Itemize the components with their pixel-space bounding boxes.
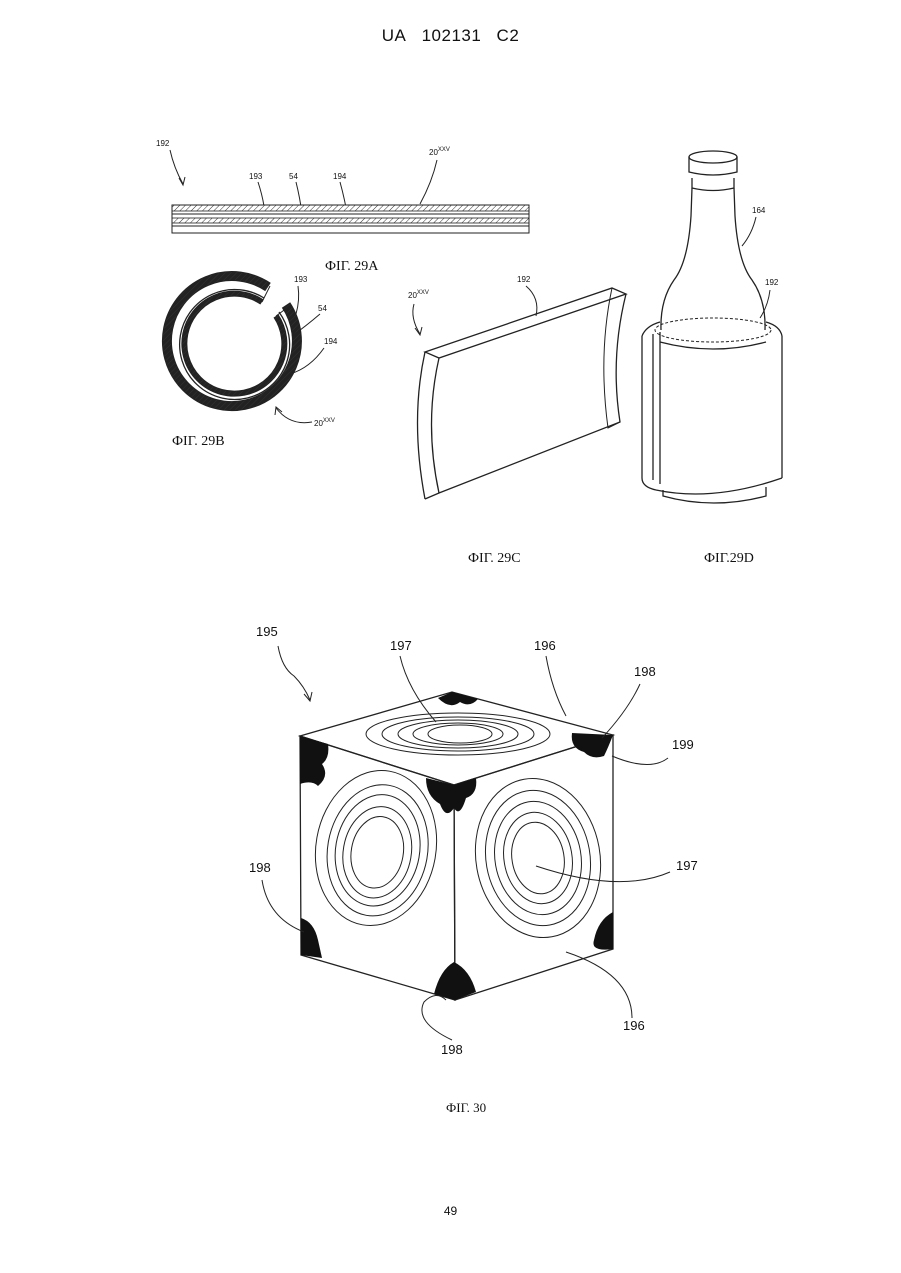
leader-30-196-top bbox=[546, 656, 566, 716]
panel-front-face bbox=[425, 294, 626, 499]
leader-30-198-bottom bbox=[422, 995, 452, 1040]
sleeve-top-right bbox=[766, 322, 782, 336]
top-contour-4 bbox=[413, 723, 503, 745]
label-29d-192: 192 bbox=[765, 278, 779, 287]
ring-inner-hatch bbox=[184, 294, 284, 394]
label-29a-20: 20XXV bbox=[429, 147, 450, 157]
page-number: 49 bbox=[0, 1204, 901, 1218]
corner-patch-right-bottom bbox=[593, 912, 613, 950]
leader-30-198-top bbox=[602, 684, 640, 738]
figure-29b: 193 54 194 20XXV ФІГ. 29В bbox=[167, 275, 338, 449]
label-29a-194: 194 bbox=[333, 172, 347, 181]
corner-patch-bottom bbox=[434, 962, 476, 1000]
corner-patch-left-top bbox=[300, 736, 328, 786]
pattern-left-face bbox=[303, 761, 448, 935]
ring-layer-54 bbox=[180, 290, 290, 400]
label-29b-193: 193 bbox=[294, 275, 308, 284]
top-contour-2 bbox=[382, 717, 534, 751]
panel-left-inner-curve bbox=[432, 358, 440, 493]
panel-left-curve bbox=[418, 352, 426, 499]
pattern-right-face bbox=[463, 768, 613, 947]
sheet-layer-194 bbox=[172, 218, 529, 223]
leader-29a-192 bbox=[170, 150, 183, 184]
corner-patch-center bbox=[426, 778, 476, 813]
pattern-top-face bbox=[366, 713, 550, 755]
leader-30-197-right bbox=[536, 866, 670, 882]
bottle-top-ring bbox=[689, 157, 737, 175]
label-29d-164: 164 bbox=[752, 206, 766, 215]
bottle-base bbox=[663, 487, 766, 503]
leader-30-197-top bbox=[400, 656, 436, 722]
figure-29a: 192 193 54 194 20XXV ФІГ. 29А bbox=[156, 139, 529, 274]
figure-29d: 164 192 ФІГ.29D bbox=[642, 151, 782, 566]
label-29a-193: 193 bbox=[249, 172, 263, 181]
panel-top-face bbox=[425, 288, 626, 358]
bottle-lip bbox=[689, 151, 737, 163]
corner-patch-left-bottom bbox=[301, 918, 322, 958]
label-30-199: 199 bbox=[672, 737, 694, 752]
label-30-196-top: 196 bbox=[534, 638, 556, 653]
leader-29b-20 bbox=[276, 408, 312, 423]
right-contour-5 bbox=[506, 818, 570, 898]
caption-29c: ФІГ. 29С bbox=[468, 551, 521, 566]
label-30-196-right: 196 bbox=[623, 1018, 645, 1033]
sleeve-bottom bbox=[656, 478, 782, 494]
leader-29c-192 bbox=[526, 286, 537, 316]
cube-right-face bbox=[454, 735, 613, 1000]
label-30-197-top: 197 bbox=[390, 638, 412, 653]
label-30-198-bottom: 198 bbox=[441, 1042, 463, 1057]
label-29a-54: 54 bbox=[289, 172, 298, 181]
label-29b-194: 194 bbox=[324, 337, 338, 346]
label-29c-192: 192 bbox=[517, 275, 531, 284]
leader-29d-164 bbox=[742, 217, 756, 246]
sleeve-inner-top bbox=[660, 342, 766, 349]
right-contour-2 bbox=[475, 782, 601, 934]
label-30-197-right: 197 bbox=[676, 858, 698, 873]
sheet-layer-193 bbox=[172, 205, 529, 211]
leader-29b-193 bbox=[296, 286, 299, 314]
top-contour-5 bbox=[428, 725, 492, 743]
label-30-198-left: 198 bbox=[249, 860, 271, 875]
label-29b-54: 54 bbox=[318, 304, 327, 313]
label-29b-20: 20XXV bbox=[314, 418, 335, 428]
top-contour-3 bbox=[398, 720, 518, 748]
leader-29a-193 bbox=[258, 182, 264, 206]
sleeve-left-edge bbox=[642, 336, 656, 490]
left-contour-1 bbox=[303, 761, 448, 935]
left-contour-5 bbox=[345, 812, 409, 892]
leader-30-199 bbox=[612, 756, 668, 765]
bottle-collar bbox=[692, 178, 734, 191]
label-30-198-top: 198 bbox=[634, 664, 656, 679]
label-29c-20: 20XXV bbox=[408, 290, 429, 300]
leader-30-198-left bbox=[262, 880, 304, 932]
leader-30-196-right bbox=[566, 952, 632, 1018]
caption-30: ФІГ. 30 bbox=[446, 1100, 486, 1115]
caption-29d: ФІГ.29D bbox=[704, 551, 754, 566]
caption-29a: ФІГ. 29А bbox=[325, 259, 379, 274]
figure-30: 195 197 196 198 199 198 197 196 198 ФІГ.… bbox=[249, 624, 698, 1115]
label-29a-192: 192 bbox=[156, 139, 170, 148]
label-30-195: 195 bbox=[256, 624, 278, 639]
bottle-left-outline bbox=[661, 188, 692, 330]
cube-top-face bbox=[300, 692, 613, 785]
leader-29a-20 bbox=[420, 160, 437, 204]
sleeve-rim-dashed bbox=[655, 318, 771, 342]
top-contour-1 bbox=[366, 713, 550, 755]
leader-30-195 bbox=[278, 646, 310, 700]
figure-29c: 20XXV 192 ФІГ. 29С bbox=[408, 275, 626, 566]
corner-patch-right-top bbox=[572, 733, 613, 757]
caption-29b: ФІГ. 29В bbox=[172, 434, 225, 449]
